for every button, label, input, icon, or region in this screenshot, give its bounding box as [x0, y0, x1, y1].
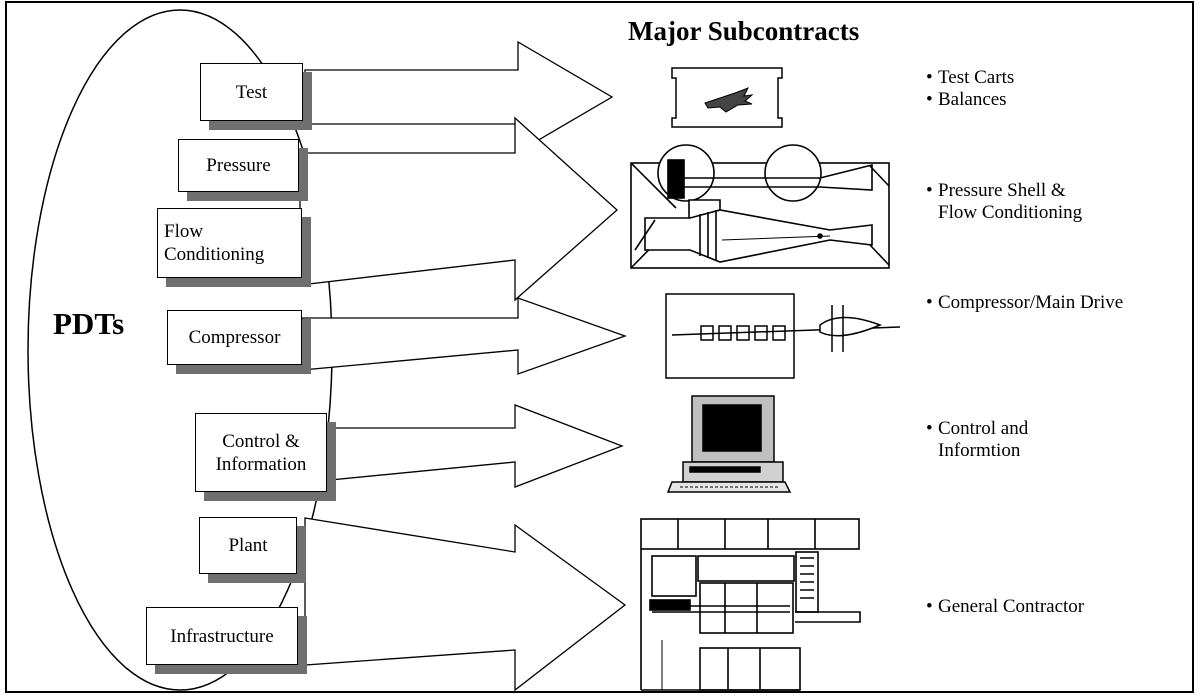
- list-item: •Control and: [926, 418, 1029, 439]
- list-item: •Pressure Shell &: [926, 180, 1066, 201]
- frame: [5, 1, 1194, 693]
- subcontract-test: •Test Carts •Balances: [926, 67, 1014, 111]
- list-item-continuation: Informtion: [938, 440, 1021, 461]
- subcontract-control: •Control and Informtion: [926, 418, 1028, 462]
- pdt-box-pressure: Pressure: [178, 139, 299, 192]
- pdt-label-plant: Plant: [228, 535, 268, 556]
- arrow-compressor: [301, 297, 627, 375]
- pdt-box-infrastructure: Infrastructure: [146, 607, 298, 665]
- diagram-title: Major Subcontracts: [628, 16, 860, 46]
- list-item: •Compressor/Main Drive: [926, 292, 1124, 313]
- list-item: •General Contractor: [926, 596, 1085, 617]
- pdt-box-plant: Plant: [199, 517, 297, 574]
- pdt-label-compressor: Compressor: [188, 327, 281, 348]
- arrow-plant-infra: [304, 517, 627, 692]
- pdt-label-test: Test: [235, 81, 268, 103]
- list-item: •Balances: [926, 89, 1007, 110]
- pdt-box-compressor: Compressor: [167, 310, 302, 365]
- arrow-control: [329, 404, 624, 488]
- pdt-label-infrastructure: Infrastructure: [170, 625, 274, 647]
- wind-tunnel-circuit-icon: [630, 144, 890, 269]
- pdt-label-pressure: Pressure: [206, 155, 271, 176]
- pdt-label-flow-conditioning: Flow Conditioning: [164, 221, 265, 265]
- subcontract-general-contractor: •General Contractor: [926, 596, 1084, 618]
- compressor-drive-icon: [665, 293, 901, 379]
- list-item: •Test Carts: [926, 67, 1015, 88]
- building-floorplan-icon: [640, 518, 861, 691]
- aircraft-test-cart-icon: [671, 67, 783, 128]
- pdt-box-flow-conditioning: Flow Conditioning: [157, 208, 302, 278]
- list-item-continuation: Flow Conditioning: [938, 202, 1083, 223]
- pdt-box-control-information: Control & Information: [195, 413, 327, 492]
- arrow-pressure-flow: [299, 116, 618, 302]
- subcontract-pressure-shell: •Pressure Shell & Flow Conditioning: [926, 180, 1082, 224]
- subcontract-compressor-drive: •Compressor/Main Drive: [926, 292, 1123, 314]
- arrow-test: [304, 40, 614, 154]
- pdt-label-control-information: Control & Information: [215, 430, 307, 475]
- pdts-group-label: PDTs: [53, 306, 125, 341]
- computer-workstation-icon: [666, 395, 792, 493]
- pdt-box-test: Test: [200, 63, 303, 121]
